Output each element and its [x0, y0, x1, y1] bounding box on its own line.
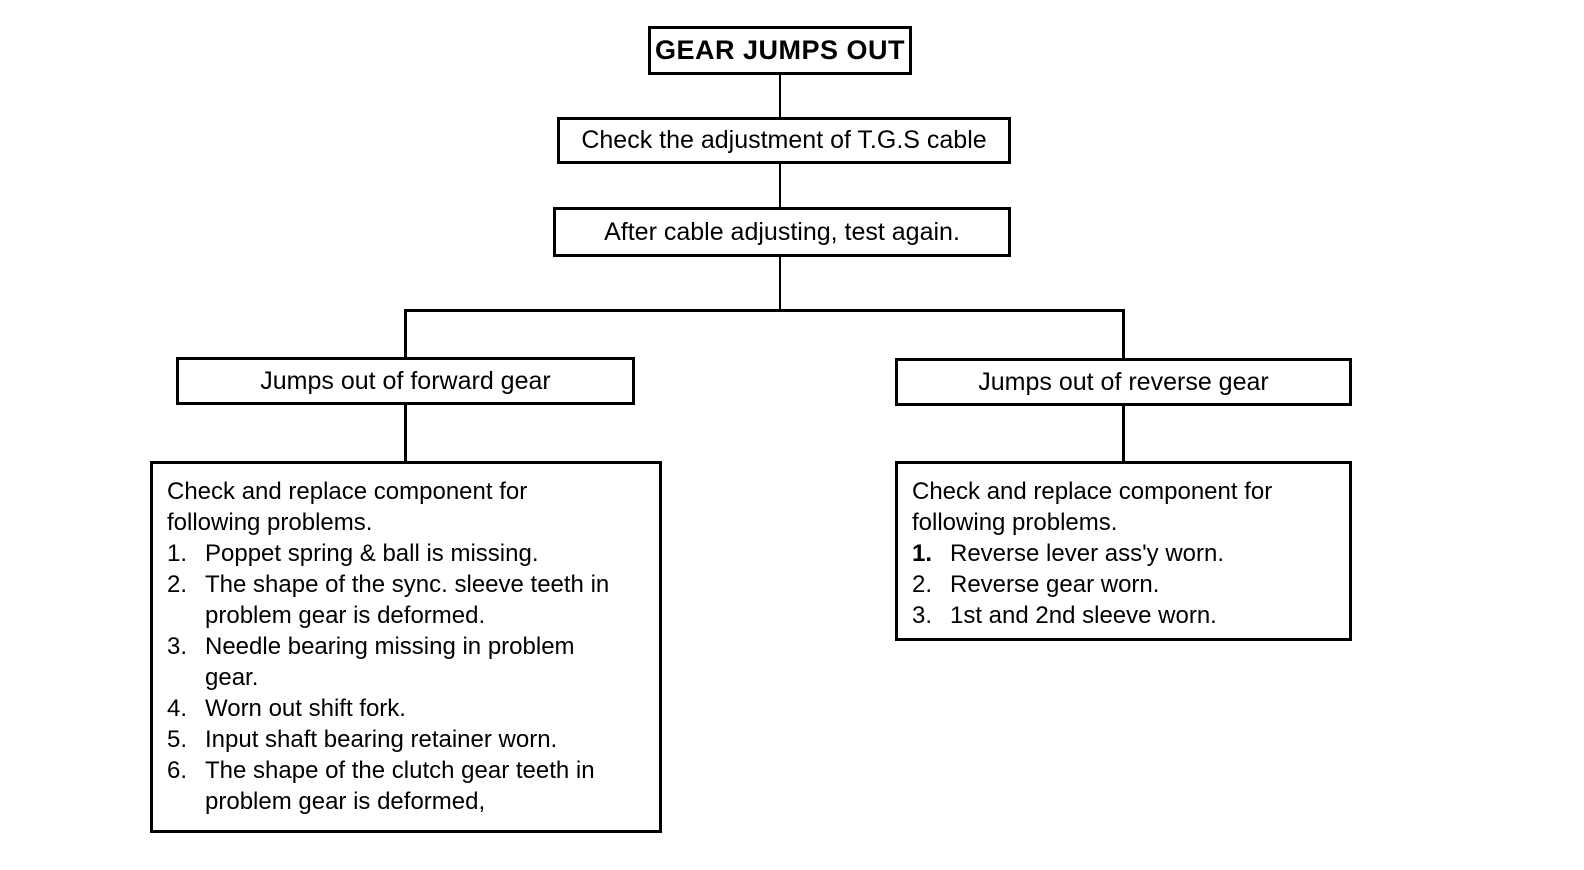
item-text: Poppet spring & ball is missing. [205, 540, 539, 567]
list-item: 1. Poppet spring & ball is missing. [167, 538, 649, 569]
node-check-tgs-cable: Check the adjustment of T.G.S cable [557, 117, 1011, 164]
node-test-again: After cable adjusting, test again. [553, 207, 1011, 257]
item-text: 1st and 2nd sleeve worn. [950, 602, 1217, 629]
item-number: 5. [167, 726, 188, 753]
list-item: 1. Reverse lever ass'y worn. [912, 538, 1339, 569]
reverse-problems-intro: Check and replace component for followin… [912, 478, 1273, 536]
list-item: 3. 1st and 2nd sleeve worn. [912, 600, 1339, 631]
item-number: 1. [912, 540, 933, 567]
item-number: 1. [167, 540, 188, 567]
list-item: 5. Input shaft bearing retainer worn. [167, 724, 649, 755]
item-text: Reverse gear worn. [950, 571, 1160, 598]
connector-test-to-split [779, 256, 781, 311]
connector-root-to-check [779, 74, 781, 118]
list-item: 6. The shape of the clutch gear teeth in… [167, 755, 649, 817]
item-text: The shape of the sync. sleeve teeth in p… [205, 571, 610, 629]
connector-check-to-test [779, 163, 781, 208]
node-gear-jumps-out: GEAR JUMPS OUT [648, 26, 912, 75]
forward-problems-box: Check and replace component for followin… [150, 461, 662, 833]
item-number: 2. [912, 571, 933, 598]
item-number: 4. [167, 695, 188, 722]
reverse-problems-box: Check and replace component for followin… [895, 461, 1352, 641]
item-text: Worn out shift fork. [205, 695, 406, 722]
forward-problems-intro: Check and replace component for followin… [167, 478, 528, 536]
item-number: 2. [167, 571, 188, 598]
item-number: 6. [167, 757, 188, 784]
item-text: Needle bearing missing in problem gear. [205, 633, 575, 691]
item-text: The shape of the clutch gear teeth in pr… [205, 757, 595, 815]
list-item: 2. The shape of the sync. sleeve teeth i… [167, 569, 649, 631]
item-text: Input shaft bearing retainer worn. [205, 726, 558, 753]
connector-split-horizontal [404, 309, 1125, 312]
item-number: 3. [167, 633, 188, 660]
connector-split-to-forward [404, 309, 407, 358]
connector-forward-to-detail [404, 404, 407, 462]
node-forward-gear: Jumps out of forward gear [176, 357, 635, 405]
list-item: 3. Needle bearing missing in problem gea… [167, 631, 649, 693]
connector-split-to-reverse [1122, 309, 1125, 359]
list-item: 4. Worn out shift fork. [167, 693, 649, 724]
item-number: 3. [912, 602, 933, 629]
connector-reverse-to-detail [1122, 405, 1125, 462]
node-reverse-gear: Jumps out of reverse gear [895, 358, 1352, 406]
item-text: Reverse lever ass'y worn. [950, 540, 1225, 567]
list-item: 2. Reverse gear worn. [912, 569, 1339, 600]
